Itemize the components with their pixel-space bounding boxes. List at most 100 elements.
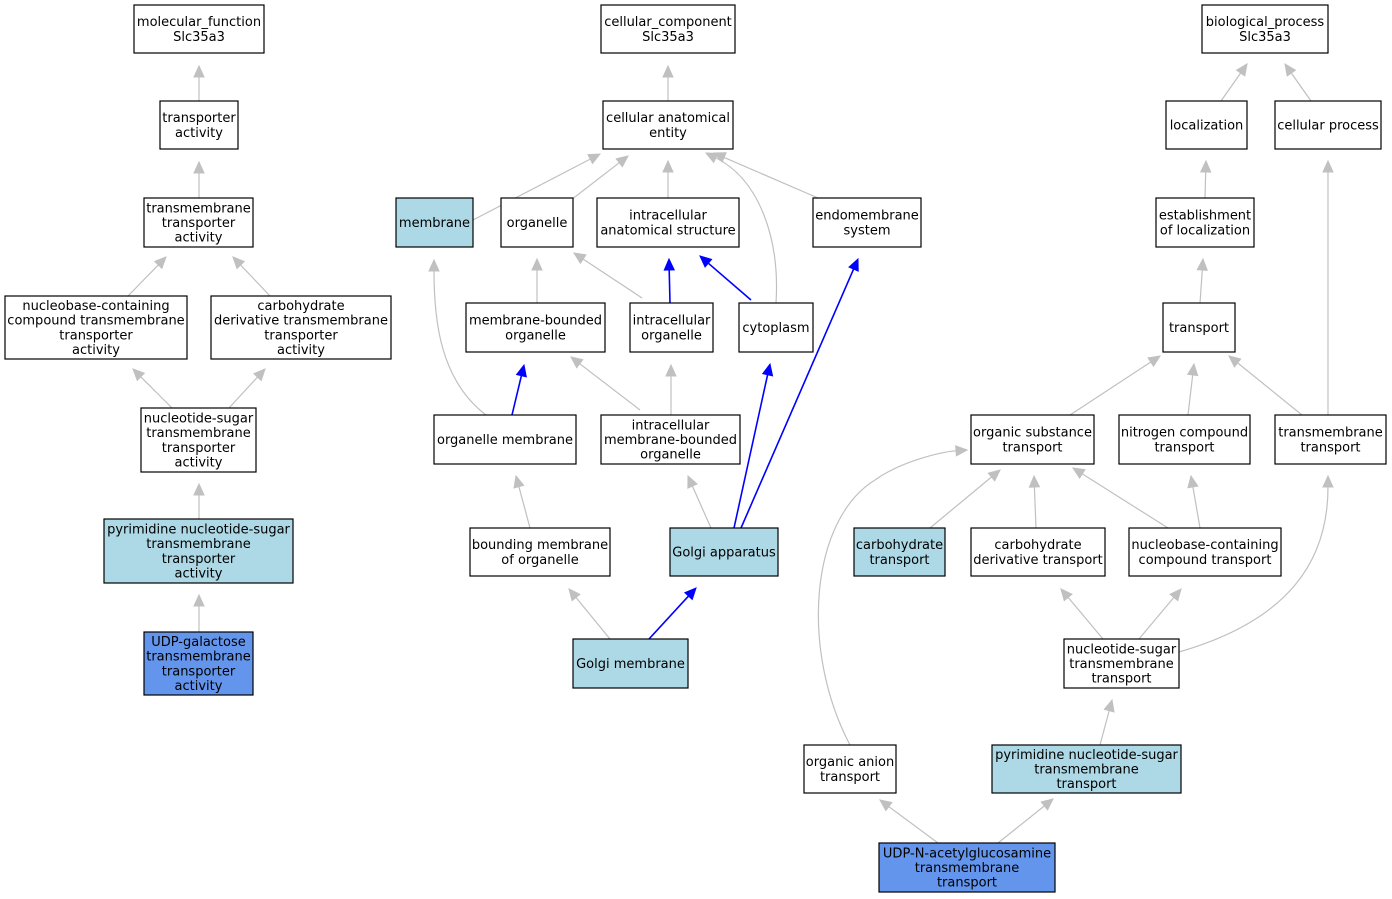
edge-arrowhead (615, 155, 629, 168)
term-label-line: Slc35a3 (1239, 30, 1291, 45)
edge-arrowhead (848, 257, 859, 272)
term-node-golgi-apparatus[interactable]: Golgi apparatus (669, 527, 779, 577)
edge-carb_deriv_transport-to-org_subst_transport (1028, 474, 1041, 529)
term-label-line: nucleotide-sugar (144, 412, 254, 427)
edge-pyr_nucsugar_tm_activity-to-nucsugar_tm_activity (193, 482, 205, 519)
term-node-cytoplasm[interactable]: cytoplasm (738, 302, 814, 353)
nodes-layer: molecular_functionSlc35a3transporteracti… (4, 4, 1387, 893)
term-label-line: establishment (1159, 209, 1251, 224)
term-node-nucsugar-tm-activity[interactable]: nucleotide-sugartransmembranetransporter… (140, 407, 257, 473)
term-label-line: bounding membrane (472, 538, 608, 553)
edge-arrowhead (662, 159, 674, 173)
term-box (878, 842, 1056, 893)
edge-org_subst_transport-to-transport (1069, 355, 1162, 416)
edge-line (1290, 72, 1312, 102)
edge-arrowhead (1186, 362, 1199, 377)
edge-line (1081, 473, 1169, 529)
edge-tm_transport-to-cellular_process (1322, 159, 1334, 415)
edge-arrowhead (1199, 159, 1212, 173)
term-node-membrane[interactable]: membrane (395, 197, 474, 248)
term-box (433, 414, 577, 465)
term-label-line: membrane-bounded (604, 433, 737, 448)
term-label-line: organelle (505, 328, 566, 343)
term-box (572, 638, 689, 689)
edge-org_membrane-to-membrane (428, 258, 487, 416)
edge-nucsugar_tm_activity-to-nucleobase_tm_activity (132, 368, 173, 409)
term-box (143, 631, 254, 696)
edge-arrowhead (531, 257, 543, 271)
edge-line (691, 485, 712, 529)
term-label-line: derivative transport (973, 553, 1102, 568)
term-box (669, 527, 779, 577)
edge-arrowhead (663, 257, 676, 271)
term-box (1118, 414, 1251, 465)
term-box (140, 407, 257, 473)
edge-cytoplasm-to-cae (704, 152, 778, 304)
term-box (1201, 4, 1329, 54)
term-label-line: activity (175, 231, 223, 246)
term-label-line: cellular_component (604, 15, 732, 30)
term-node-pyr-nucsugar-tm-transport[interactable]: pyrimidine nucleotide-sugartransmembrane… (991, 744, 1182, 794)
edge-imbo-to-mbo (570, 356, 641, 411)
term-node-transport[interactable]: transport (1162, 302, 1236, 353)
term-label-line: intracellular (629, 209, 707, 224)
term-label-line: localization (1170, 119, 1244, 134)
term-node-pyr-nucsugar-tm-activity[interactable]: pyrimidine nucleotide-sugartransmembrane… (103, 518, 294, 584)
term-node-golgi-membrane[interactable]: Golgi membrane (572, 638, 689, 689)
term-label-line: transmembrane (1034, 763, 1139, 778)
term-box (469, 527, 611, 577)
edge-tm_transporter_activity-to-transporter_activity (193, 160, 205, 198)
term-node-udp-gal-activity[interactable]: UDP-galactosetransmembranetransporteract… (143, 631, 254, 696)
term-node-org-membrane[interactable]: organelle membrane (433, 414, 577, 465)
edge-line (127, 264, 159, 297)
term-label-line: transmembrane (146, 650, 251, 665)
edge-line (817, 450, 957, 746)
edge-line (715, 157, 778, 304)
term-label-line: transmembrane (915, 861, 1020, 876)
term-box (103, 518, 294, 584)
term-label-line: activity (277, 343, 325, 358)
term-node-localization[interactable]: localization (1165, 100, 1248, 150)
edge-arrowhead (1235, 63, 1248, 77)
edge-arrowhead (132, 368, 146, 382)
term-node-cellular-process[interactable]: cellular process (1274, 100, 1382, 150)
edge-golgi_membrane-to-golgi_apparatus (648, 587, 697, 640)
edge-endomembrane-to-cae (712, 152, 819, 199)
term-node-udp-glcnac-transport[interactable]: UDP-N-acetylglucosaminetransmembranetran… (878, 842, 1056, 893)
term-label-line: Slc35a3 (173, 30, 225, 45)
edge-arrowhead (513, 474, 525, 489)
edge-line (1237, 362, 1303, 416)
term-label-line: organic anion (806, 755, 894, 770)
term-label-line: transporter (59, 328, 133, 343)
edge-arrowhead (568, 588, 581, 602)
edge-line (1187, 374, 1194, 416)
edge-transporter_activity-to-mf (193, 64, 205, 101)
term-label-line: transport (1300, 440, 1360, 455)
edge-arrowhead (570, 356, 584, 369)
term-node-organelle[interactable]: organelle (500, 197, 574, 248)
term-label-line: transporter (162, 664, 236, 679)
